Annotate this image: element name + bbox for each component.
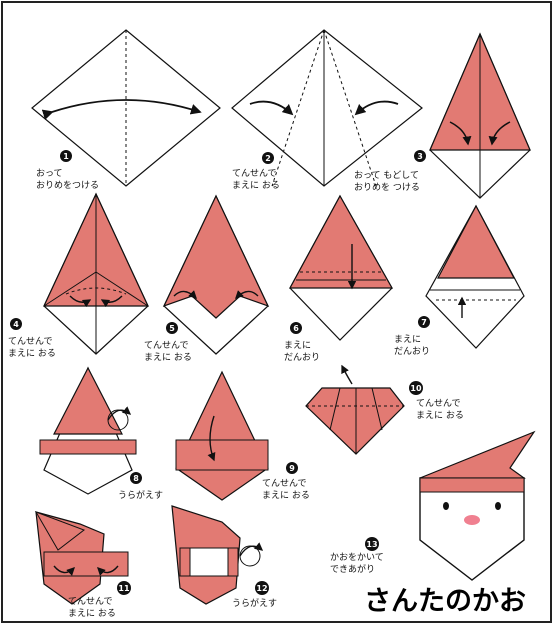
step-5-figure [164, 196, 268, 354]
step-11-caption-2: まえに おる [68, 608, 116, 619]
step-2: 2 てんせんで まえに おる [232, 152, 280, 191]
step-13-caption-1: かおをかいて [330, 552, 384, 563]
step-4-figure [44, 194, 148, 354]
step-9-caption-1: てんせんで [262, 478, 307, 489]
step-13: 13 かおをかいて できあがり [330, 537, 384, 575]
step-9-number: 9 [289, 464, 295, 473]
step-7-caption-2: だんおり [394, 346, 430, 357]
step-4-caption-1: てんせんで [8, 336, 53, 347]
step-9-caption-2: まえに おる [262, 490, 310, 501]
step-9-figure [176, 372, 268, 500]
step-12: 12 うらがえす [232, 581, 277, 609]
step-7: 7 まえに だんおり [394, 316, 430, 357]
step-1-caption-1: おって [36, 168, 63, 179]
step-11-number: 11 [118, 584, 130, 593]
nose [464, 515, 480, 525]
step-4-number: 4 [13, 320, 19, 329]
step-6-caption-1: まえに [284, 340, 311, 351]
step-2-figure [232, 30, 422, 186]
step-6-caption-2: だんおり [284, 352, 320, 363]
step-8-figure [40, 368, 136, 494]
step-11-figure [36, 512, 128, 604]
step-1-figure [32, 30, 220, 186]
step-3-caption-2: おりめを つける [354, 182, 420, 193]
right-eye [495, 502, 501, 510]
step-4-caption-2: まえに おる [8, 348, 56, 359]
step-10-number: 10 [410, 384, 422, 393]
step-11-caption-1: てんせんで [68, 596, 113, 607]
step-1-number: 1 [63, 152, 69, 161]
step-7-caption-1: まえに [394, 334, 421, 345]
step-5-caption-1: てんせんで [144, 340, 189, 351]
step-1-caption-2: おりめをつける [36, 180, 99, 191]
step-5: 5 てんせんで まえに おる [144, 322, 192, 363]
step-3-number: 3 [417, 152, 423, 161]
step-8-caption-1: うらがえす [118, 489, 163, 501]
step-6: 6 まえに だんおり [284, 322, 320, 363]
step-4: 4 てんせんで まえに おる [8, 318, 56, 359]
diagram-title: さんたのかお [364, 586, 526, 617]
step-7-number: 7 [421, 318, 427, 327]
step-10: 10 てんせんで まえに おる [409, 381, 464, 421]
step-9: 9 てんせんで まえに おる [262, 462, 310, 501]
step-12-caption-1: うらがえす [232, 597, 277, 609]
step-10-caption-1: てんせんで [416, 398, 461, 409]
step-7-figure [426, 206, 524, 348]
step-2-caption-1: てんせんで [232, 168, 277, 179]
step-3-caption-1: おって もどして [354, 170, 419, 181]
step-12-figure [172, 506, 262, 604]
step-6-number: 6 [293, 324, 299, 333]
step-13-caption-2: できあがり [330, 563, 375, 575]
step-5-caption-2: まえに おる [144, 352, 192, 363]
step-10-caption-2: まえに おる [416, 410, 464, 421]
step-13-figure [420, 432, 534, 580]
step-13-number: 13 [366, 540, 377, 549]
step-8: 8 うらがえす [118, 472, 163, 501]
step-12-number: 12 [256, 584, 267, 593]
step-10-figure [306, 366, 404, 454]
step-2-caption-2: まえに おる [232, 180, 280, 191]
step-2-number: 2 [265, 154, 271, 163]
step-3: 3 おって もどして おりめを つける [354, 150, 426, 193]
left-eye [443, 502, 449, 510]
step-3-figure [430, 34, 530, 198]
step-8-number: 8 [133, 474, 139, 483]
step-6-figure [290, 196, 392, 340]
step-5-number: 5 [169, 324, 175, 333]
